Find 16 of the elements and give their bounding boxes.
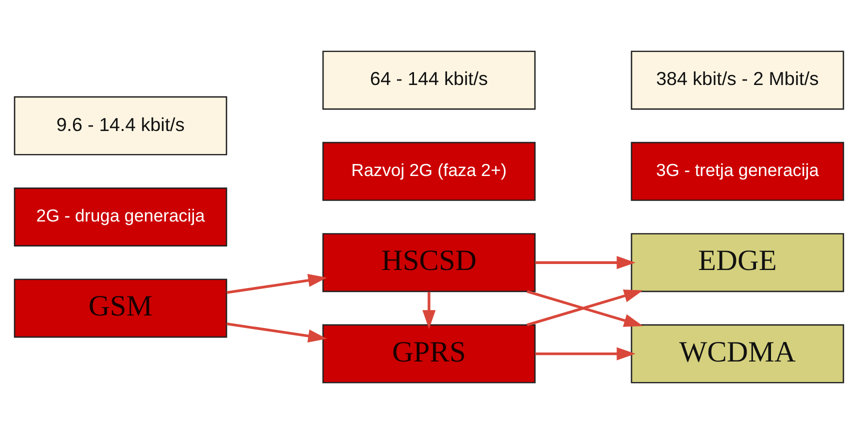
arrow [535,256,636,270]
node-box: GSM [14,278,228,338]
arrow [422,292,436,329]
node-box: HSCSD [322,233,536,292]
node-box: WCDMA [630,324,844,384]
node-box: EDGE [630,233,844,292]
node-box: 384 kbit/s - 2 Mbit/s [630,50,844,110]
arrow [226,274,327,294]
arrow [535,347,636,360]
node-box: Razvoj 2G (faza 2+) [322,142,536,201]
node-box: 3G - tretja generacija [630,142,844,201]
node-box: GPRS [322,324,536,384]
node-box: 9.6 - 14.4 kbit/s [14,96,228,156]
arrow [226,322,327,343]
node-box: 64 - 144 kbit/s [322,50,536,110]
node-box: 2G - druga generacija [14,188,228,246]
